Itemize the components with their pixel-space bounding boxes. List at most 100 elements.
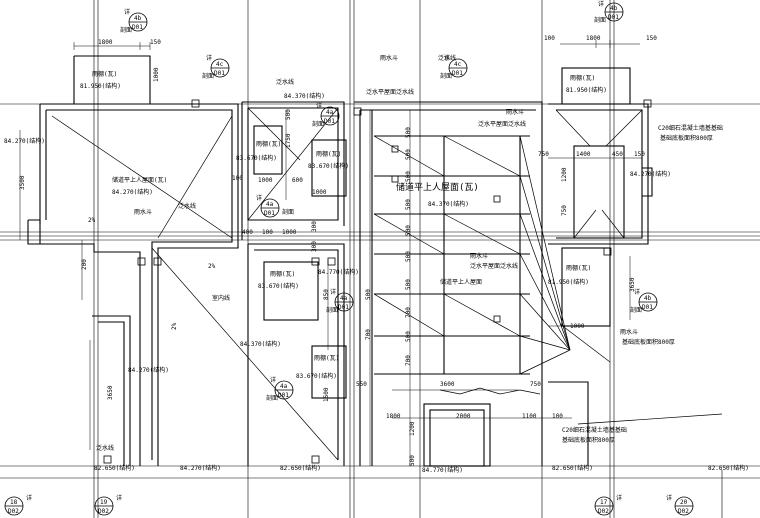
callout-20-bottom	[674, 496, 694, 516]
callout-ref-label: 详	[634, 288, 640, 296]
callout-4b-top-left	[128, 12, 148, 32]
dim-label: 400	[242, 229, 253, 236]
callout-ref-bottom: D01	[338, 304, 349, 311]
dim-label: 100	[544, 35, 555, 42]
callout-4b-top-right	[604, 2, 624, 22]
callout-ref-top: 20	[680, 499, 688, 506]
callout-4c-upper	[210, 58, 230, 78]
detail-callouts	[4, 2, 694, 516]
callout-ref-label: 详	[666, 494, 672, 502]
callout-ref-top: 19	[100, 499, 108, 506]
slope-label: 2%	[88, 217, 96, 224]
dim-label: 750	[561, 205, 568, 216]
elevation-label: 81.950(结构)	[566, 86, 607, 94]
callout-ref-side: 剖面	[120, 26, 132, 34]
dim-label: 150	[634, 151, 645, 158]
callout-ref-top: 4b	[610, 5, 618, 12]
dim-label: 1200	[561, 167, 568, 182]
dim-label: 850	[323, 289, 330, 300]
dim-label: 500	[405, 331, 412, 342]
dim-label: 2000	[456, 413, 471, 420]
dim-label: 500	[405, 225, 412, 236]
callout-ref-label: 详	[124, 8, 130, 16]
callout-19-bottom	[94, 496, 114, 516]
elevation-label: 84.270(结构)	[128, 366, 169, 374]
callout-ref-label: 详	[444, 54, 450, 62]
elevation-label: 84.270(结构)	[180, 464, 221, 472]
note-label: 基础底板面积800厚	[622, 338, 675, 346]
callout-ref-label: 详	[616, 494, 622, 502]
dim-label: 500	[365, 289, 372, 300]
dim-label: 700	[405, 307, 412, 318]
slope-label: 2%	[208, 263, 216, 270]
dim-label: 1000	[258, 177, 273, 184]
callout-ref-top: 4b	[134, 15, 142, 22]
canopy-label: 雨棚(瓦)	[92, 70, 117, 78]
dim-label: 1200	[409, 421, 416, 436]
callout-ref-side: 剖面	[202, 72, 214, 80]
dim-label: 1750	[285, 133, 292, 148]
dimension-lines	[19, 40, 642, 466]
dim-label: 150	[150, 39, 161, 46]
callout-ref-bottom: D01	[608, 14, 619, 21]
callout-ref-top: 4c	[216, 61, 224, 68]
callout-ref-bottom: D01	[642, 304, 653, 311]
callout-ref-top: 18	[10, 499, 18, 506]
callout-ref-side: 剖面	[594, 16, 606, 24]
dim-label: 1100	[522, 413, 537, 420]
callout-ref-bottom: D02	[598, 508, 609, 515]
elevation-label: 84.270(结构)	[112, 188, 153, 196]
dim-label: 500	[405, 199, 412, 210]
note-label: 泛水平屋面泛水线	[366, 88, 414, 96]
dim-label: 100	[232, 175, 243, 182]
callout-ref-label: 详	[598, 0, 604, 8]
note-label: C20细石混凝土墙基基础	[562, 426, 627, 434]
canopy-label: 雨棚(瓦)	[566, 264, 591, 272]
note-label: 泛水线	[438, 54, 456, 62]
callout-ref-side: 剖面	[282, 208, 294, 216]
callout-4b-right	[638, 292, 658, 312]
note-label: 雨水斗	[380, 54, 398, 62]
callout-4a-low	[334, 292, 354, 312]
dim-label: 750	[530, 381, 541, 388]
dim-label: 300	[311, 221, 318, 232]
callout-ref-side: 剖面	[326, 306, 338, 314]
dim-label: 550	[356, 381, 367, 388]
dim-label: 600	[292, 177, 303, 184]
dim-label: 1800	[386, 413, 401, 420]
elevation-label: 84.270(结构)	[4, 137, 45, 145]
room-title: 储道平上人屋面(瓦)	[396, 181, 479, 193]
elevation-label: 81.950(结构)	[548, 278, 589, 286]
elevation-label: 84.370(结构)	[240, 340, 281, 348]
slope-label: 2%	[171, 322, 178, 330]
elevation-label: 84.770(结构)	[318, 268, 359, 276]
slope-lines	[51, 107, 723, 461]
room-label: 储道平上人屋面(瓦)	[112, 176, 167, 184]
callout-ref-top: 4a	[280, 383, 288, 390]
callout-17-bottom	[594, 496, 614, 516]
callout-ref-label: 详	[256, 194, 262, 202]
elevation-label: 83.670(结构)	[296, 372, 337, 380]
dim-label: 200	[81, 259, 88, 270]
dim-label: 1000	[570, 323, 585, 330]
note-label: 基础底板面积800厚	[660, 134, 713, 142]
callout-ref-top: 4a	[340, 295, 348, 302]
note-label: 泛水平屋面泛水线	[478, 120, 526, 128]
elevation-label: 84.270(结构)	[630, 170, 671, 178]
callout-ref-top: 4a	[326, 109, 334, 116]
dim-label: 300	[311, 241, 318, 252]
elevation-label: 82.650(结构)	[708, 464, 749, 472]
callout-ref-bottom: D01	[324, 118, 335, 125]
dim-label: 700	[365, 329, 372, 340]
note-label: 雨水斗	[506, 108, 524, 116]
dim-label: 500	[405, 279, 412, 290]
canopy-label: 雨棚(瓦)	[270, 270, 295, 278]
callout-ref-bottom: D02	[98, 508, 109, 515]
callout-ref-side: 剖面	[440, 72, 452, 80]
canopy-label: 雨棚(瓦)	[314, 354, 339, 362]
note-label: 室内线	[212, 294, 230, 302]
callout-ref-label: 详	[316, 102, 322, 110]
callout-ref-top: 4b	[644, 295, 652, 302]
elevation-label: 84.370(结构)	[284, 92, 325, 100]
